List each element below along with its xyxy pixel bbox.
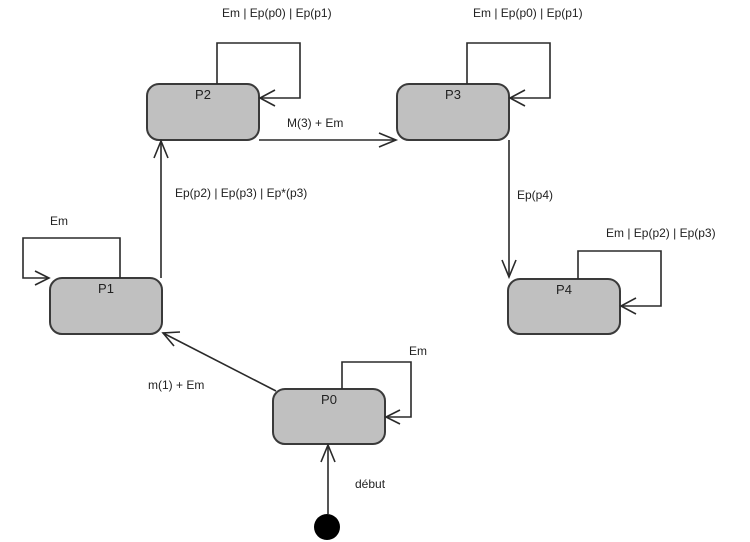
arrowhead-icon <box>508 89 526 107</box>
transition-p1-p2 <box>153 138 169 278</box>
state-p0-box <box>272 388 386 445</box>
state-p4[interactable]: P4 <box>507 278 621 335</box>
arrowhead-icon <box>320 442 336 463</box>
transition-label-p2-p3: M(3) + Em <box>287 116 343 130</box>
arrowhead-icon <box>619 297 637 315</box>
transition-label-p3-p4: Ep(p4) <box>517 188 553 202</box>
edge-line <box>22 237 121 279</box>
arrowhead-icon <box>34 270 51 286</box>
transition-label-p0-p1: m(1) + Em <box>148 378 204 392</box>
transition-p1-self <box>22 237 121 286</box>
transition-initial <box>320 442 336 514</box>
state-p3[interactable]: P3 <box>396 83 510 141</box>
arrowhead-icon <box>501 259 517 280</box>
edge-line <box>577 250 662 307</box>
edge-line <box>466 42 551 99</box>
initial-label: début <box>355 477 386 491</box>
transition-p0-p1 <box>161 331 277 392</box>
transition-label-p4-self: Em | Ep(p2) | Ep(p3) <box>606 226 716 240</box>
transition-p4-self <box>577 250 662 315</box>
state-p2-label: P2 <box>195 87 211 102</box>
arrowhead-icon <box>384 409 401 425</box>
arrowhead-icon <box>153 138 169 159</box>
transition-label-p1-p2: Ep(p2) | Ep(p3) | Ep*(p3) <box>175 186 307 200</box>
edge-line <box>162 332 277 392</box>
transition-p3-p4 <box>501 140 517 280</box>
state-p1-label: P1 <box>98 281 114 296</box>
edge-line <box>341 361 412 418</box>
state-p0-label: P0 <box>321 392 337 407</box>
state-p1[interactable]: P1 <box>49 277 163 335</box>
state-p3-box <box>396 83 510 141</box>
arrowhead-icon <box>258 89 276 107</box>
state-p2-box <box>146 83 260 141</box>
transition-label-p1-self: Em <box>50 214 68 228</box>
state-p3-label: P3 <box>445 87 461 102</box>
transition-label-p2-self: Em | Ep(p0) | Ep(p1) <box>222 6 332 20</box>
transition-label-p0-self: Em <box>409 344 427 358</box>
state-p1-box <box>49 277 163 335</box>
transition-p2-p3 <box>259 132 399 148</box>
arrowhead-icon <box>161 331 181 347</box>
state-p4-label: P4 <box>556 282 572 297</box>
state-p0[interactable]: P0 <box>272 388 386 445</box>
state-p2[interactable]: P2 <box>146 83 260 141</box>
transition-p3-self <box>466 42 551 107</box>
state-p4-box <box>507 278 621 335</box>
arrowhead-icon <box>378 132 399 148</box>
transition-p2-self <box>216 42 301 107</box>
initial-state-dot <box>314 514 340 540</box>
edge-line <box>216 42 301 99</box>
transition-label-p3-self: Em | Ep(p0) | Ep(p1) <box>473 6 583 20</box>
transition-p0-self <box>341 361 412 425</box>
